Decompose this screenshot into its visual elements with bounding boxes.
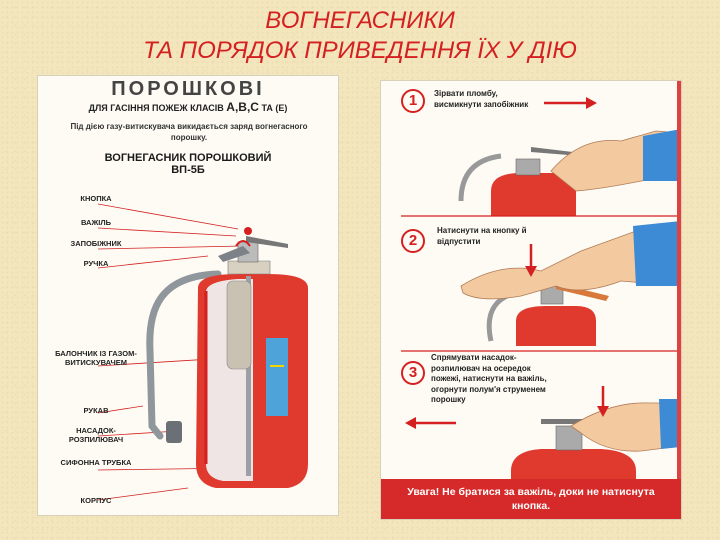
callout-gas-cartridge: БАЛОНЧИК ІЗ ГАЗОМ-ВИТИСКУВАЧЕМ xyxy=(55,349,137,367)
step3-text: Спрямувати насадок-розпилювач на осередо… xyxy=(431,353,547,404)
classes-letters: А,В,С xyxy=(226,100,259,114)
poster-heading: ПОРОШКОВІ xyxy=(111,78,265,100)
callout-button: КНОПКА xyxy=(80,194,112,203)
page-title-line1: ВОГНЕГАСНИКИ xyxy=(265,7,455,34)
classes-suffix: ТА (Е) xyxy=(261,103,288,113)
step2-number: 2 xyxy=(401,229,425,253)
classes-prefix: ДЛЯ ГАСІННЯ ПОЖЕЖ КЛАСІВ xyxy=(88,103,224,113)
model-code: ВП-5Б xyxy=(171,164,205,176)
usage-steps-poster: 1 Зірвати пломбу, висмикнути запобіжник … xyxy=(380,80,682,520)
callout-safety-pin: ЗАПОБІЖНИК xyxy=(70,239,122,248)
extinguisher-diagram xyxy=(97,203,308,501)
callout-nozzle: НАСАДОК-РОЗПИЛЮВАЧ xyxy=(68,426,124,444)
callout-hose: РУКАВ xyxy=(83,406,109,415)
step3-illustration xyxy=(405,386,681,481)
callout-body: КОРПУС xyxy=(80,496,112,505)
callout-siphon-tube: СИФОННА ТРУБКА xyxy=(60,458,132,467)
step3-number: 3 xyxy=(401,361,425,385)
callout-lever: ВАЖІЛЬ xyxy=(81,218,111,227)
principle-note: Під дією газу-витискувача викидається за… xyxy=(70,122,308,142)
usage-illustrations xyxy=(401,81,681,481)
callout-handle: РУЧКА xyxy=(83,259,109,268)
nozzle-shape xyxy=(166,421,182,443)
fire-classes-line: ДЛЯ ГАСІННЯ ПОЖЕЖ КЛАСІВ А,В,С ТА (Е) xyxy=(40,100,336,114)
step1-illustration xyxy=(401,97,681,217)
step2-text: Натиснути на кнопку й відпустити xyxy=(437,226,527,246)
step1-number: 1 xyxy=(401,89,425,113)
model-name: ВОГНЕГАСНИК ПОРОШКОВИЙ xyxy=(104,152,272,164)
step1-text: Зірвати пломбу, висмикнути запобіжник xyxy=(434,89,529,109)
warning-banner: Увага! Не братися за важіль, доки не нат… xyxy=(381,479,681,519)
page-title-line2: ТА ПОРЯДОК ПРИВЕДЕННЯ ЇХ У ДІЮ xyxy=(143,37,577,64)
powder-extinguisher-poster: ПОРОШКОВІ ДЛЯ ГАСІННЯ ПОЖЕЖ КЛАСІВ А,В,С… xyxy=(37,75,339,516)
step2-illustration xyxy=(401,221,681,352)
